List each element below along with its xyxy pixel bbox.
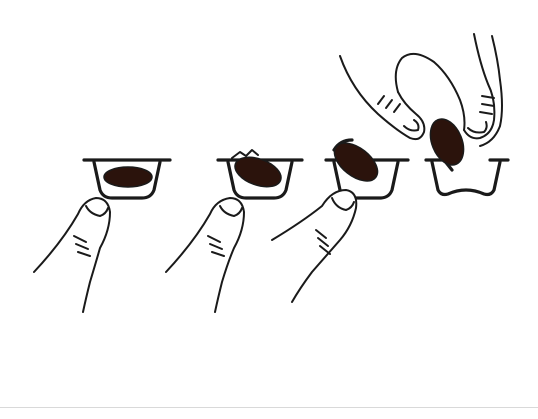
bottom-divider bbox=[0, 407, 538, 408]
step-1 bbox=[34, 160, 170, 312]
step-1-tablet bbox=[104, 167, 152, 187]
step-3-finger bbox=[272, 190, 356, 302]
step-4-blister-cup bbox=[426, 160, 508, 195]
step-4-hand bbox=[340, 34, 502, 146]
step-3-tablet bbox=[328, 136, 385, 189]
step-1-finger bbox=[34, 198, 110, 312]
step-2-finger bbox=[166, 198, 244, 312]
step-2-tablet bbox=[231, 152, 285, 193]
step-2-foil-tear bbox=[232, 150, 258, 158]
step-2 bbox=[166, 150, 302, 312]
